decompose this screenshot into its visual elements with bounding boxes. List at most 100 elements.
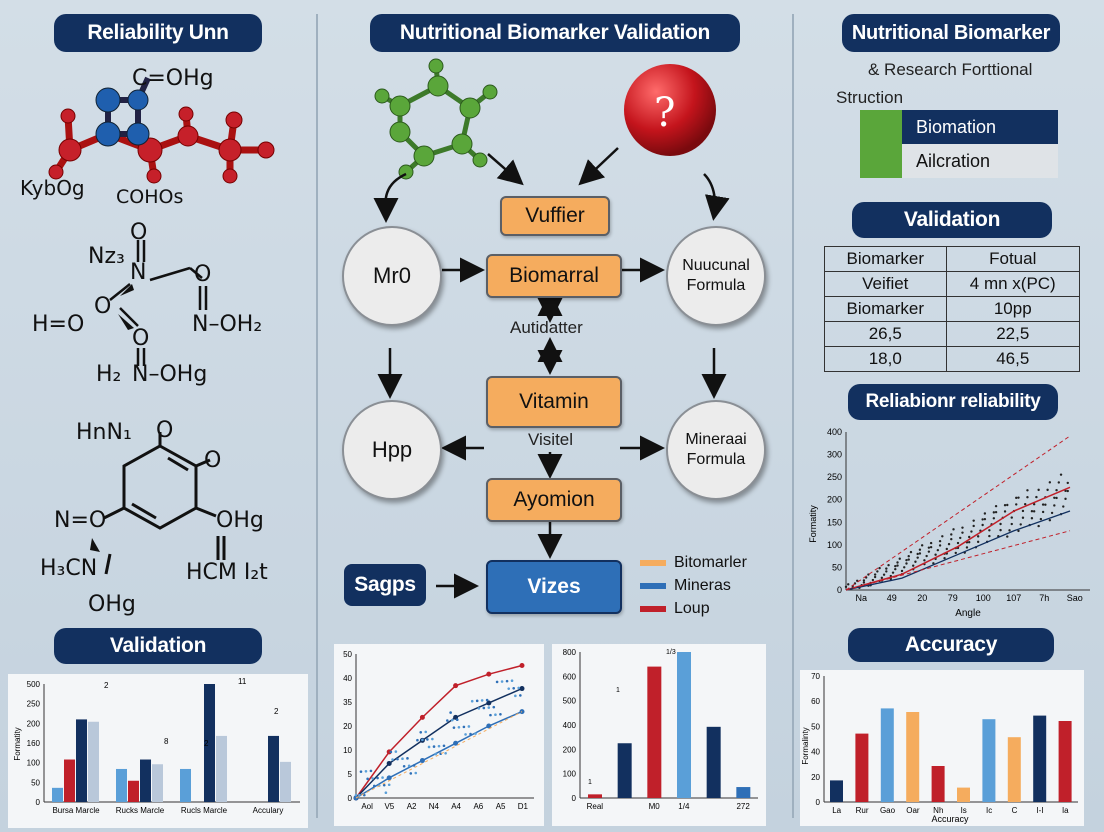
- scatter-point: [424, 730, 428, 734]
- x-tick-label: Rucls Marcle: [181, 806, 228, 815]
- scatter-point: [1035, 495, 1038, 499]
- bar: [76, 719, 87, 802]
- scatter-point: [455, 718, 459, 722]
- bar-biomation: Biomation: [902, 110, 1058, 144]
- data-point: [386, 775, 392, 781]
- data-point: [519, 686, 525, 692]
- scatter-point: [936, 548, 940, 552]
- scatter-point: [1019, 523, 1022, 526]
- scatter-point: [467, 725, 471, 728]
- bar: [140, 759, 151, 802]
- bar: [677, 652, 691, 798]
- scatter-point: [387, 783, 391, 787]
- x-tick-label: Aol: [361, 802, 373, 811]
- x-tick-label: D1: [518, 802, 529, 811]
- mol2-label-o-lower: O: [132, 326, 150, 351]
- y-axis-title: Formatity: [808, 505, 818, 543]
- x-tick-label: 272: [736, 802, 750, 811]
- mol3-label-hcm: HCM I₂t: [186, 560, 268, 585]
- mol3-label-o-top: O: [156, 418, 174, 443]
- legend-swatch-blue: [640, 583, 666, 589]
- legend-item-mineras: Mineras: [640, 577, 731, 595]
- scatter-point: [1015, 496, 1018, 500]
- scatter-point: [412, 764, 416, 767]
- x-tick-label: Gao: [880, 806, 896, 815]
- bar: [617, 743, 632, 798]
- scatter-point: [409, 772, 413, 775]
- bar: [268, 735, 279, 802]
- scatter-point: [446, 719, 449, 722]
- x-tick-label: Real: [587, 802, 604, 811]
- scatter-point: [891, 571, 895, 574]
- scatter-point: [938, 539, 942, 543]
- column-divider-left: [316, 14, 318, 818]
- scatter-point: [1026, 489, 1029, 492]
- mol1-label-left: KybOg: [20, 176, 85, 200]
- right-subtitle: & Research Forttional: [868, 60, 1033, 79]
- scatter-point: [1017, 496, 1020, 499]
- scatter-point: [929, 545, 933, 549]
- bar: [957, 787, 970, 802]
- x-tick-label: Is: [961, 806, 967, 815]
- scatter-point: [905, 558, 908, 562]
- scatter-point: [1032, 510, 1036, 513]
- scatter-point: [1021, 509, 1025, 513]
- scatter-point: [994, 504, 998, 508]
- scatter-point: [487, 706, 491, 709]
- y-tick-label: 100: [27, 759, 41, 768]
- series-line: [355, 664, 523, 799]
- scatter-point: [1008, 529, 1011, 532]
- scatter-point: [965, 546, 969, 549]
- bar: [152, 764, 163, 802]
- bar-annotation: 1: [588, 779, 592, 786]
- scatter-point: [382, 783, 386, 787]
- legend-item-loup: Loup: [640, 600, 710, 618]
- scatter-point: [1066, 489, 1069, 493]
- scatter-point: [968, 540, 971, 544]
- table-cell: 46,5: [945, 346, 1081, 372]
- scatter-point: [470, 699, 474, 703]
- scatter-point: [952, 528, 955, 531]
- scatter-point: [941, 535, 944, 538]
- scatter-point: [972, 524, 975, 528]
- y-tick-label: 500: [27, 680, 41, 689]
- scatter-point: [934, 553, 937, 556]
- scatter-point: [932, 562, 935, 565]
- scatter-point: [431, 737, 434, 741]
- scatter-point: [1048, 519, 1052, 522]
- molecule-structure-2: [109, 240, 208, 366]
- bar: [931, 766, 945, 802]
- mol2-label-ho: H=O: [32, 312, 85, 337]
- x-tick-label: A2: [407, 802, 417, 811]
- scatter-point: [469, 732, 472, 736]
- box-sagps: Sagps: [344, 564, 426, 606]
- x-tick-label: I-I: [1036, 806, 1043, 815]
- scatter-point: [983, 512, 987, 515]
- mol2-label-nohg: N–OHg: [132, 362, 208, 387]
- bar: [880, 708, 894, 802]
- data-point: [386, 760, 392, 766]
- x-tick-label: A6: [473, 802, 483, 811]
- table-cell: 18,0: [824, 346, 947, 372]
- scatter-point: [956, 541, 960, 545]
- scatter-point: [416, 738, 419, 742]
- scatter-point: [885, 570, 888, 573]
- x-tick-label: Ia: [1062, 806, 1069, 815]
- bar: [88, 721, 99, 802]
- bar-annotation: 1/3: [666, 649, 676, 656]
- scatter-point: [976, 535, 980, 538]
- scatter-point: [499, 713, 502, 716]
- scatter-point: [507, 687, 511, 690]
- table-cell: 26,5: [824, 321, 947, 347]
- box-vuffier: Vuffier: [500, 196, 610, 236]
- flow-diagram: [373, 58, 730, 599]
- scatter-point: [381, 776, 384, 779]
- scatter-point: [1003, 510, 1007, 513]
